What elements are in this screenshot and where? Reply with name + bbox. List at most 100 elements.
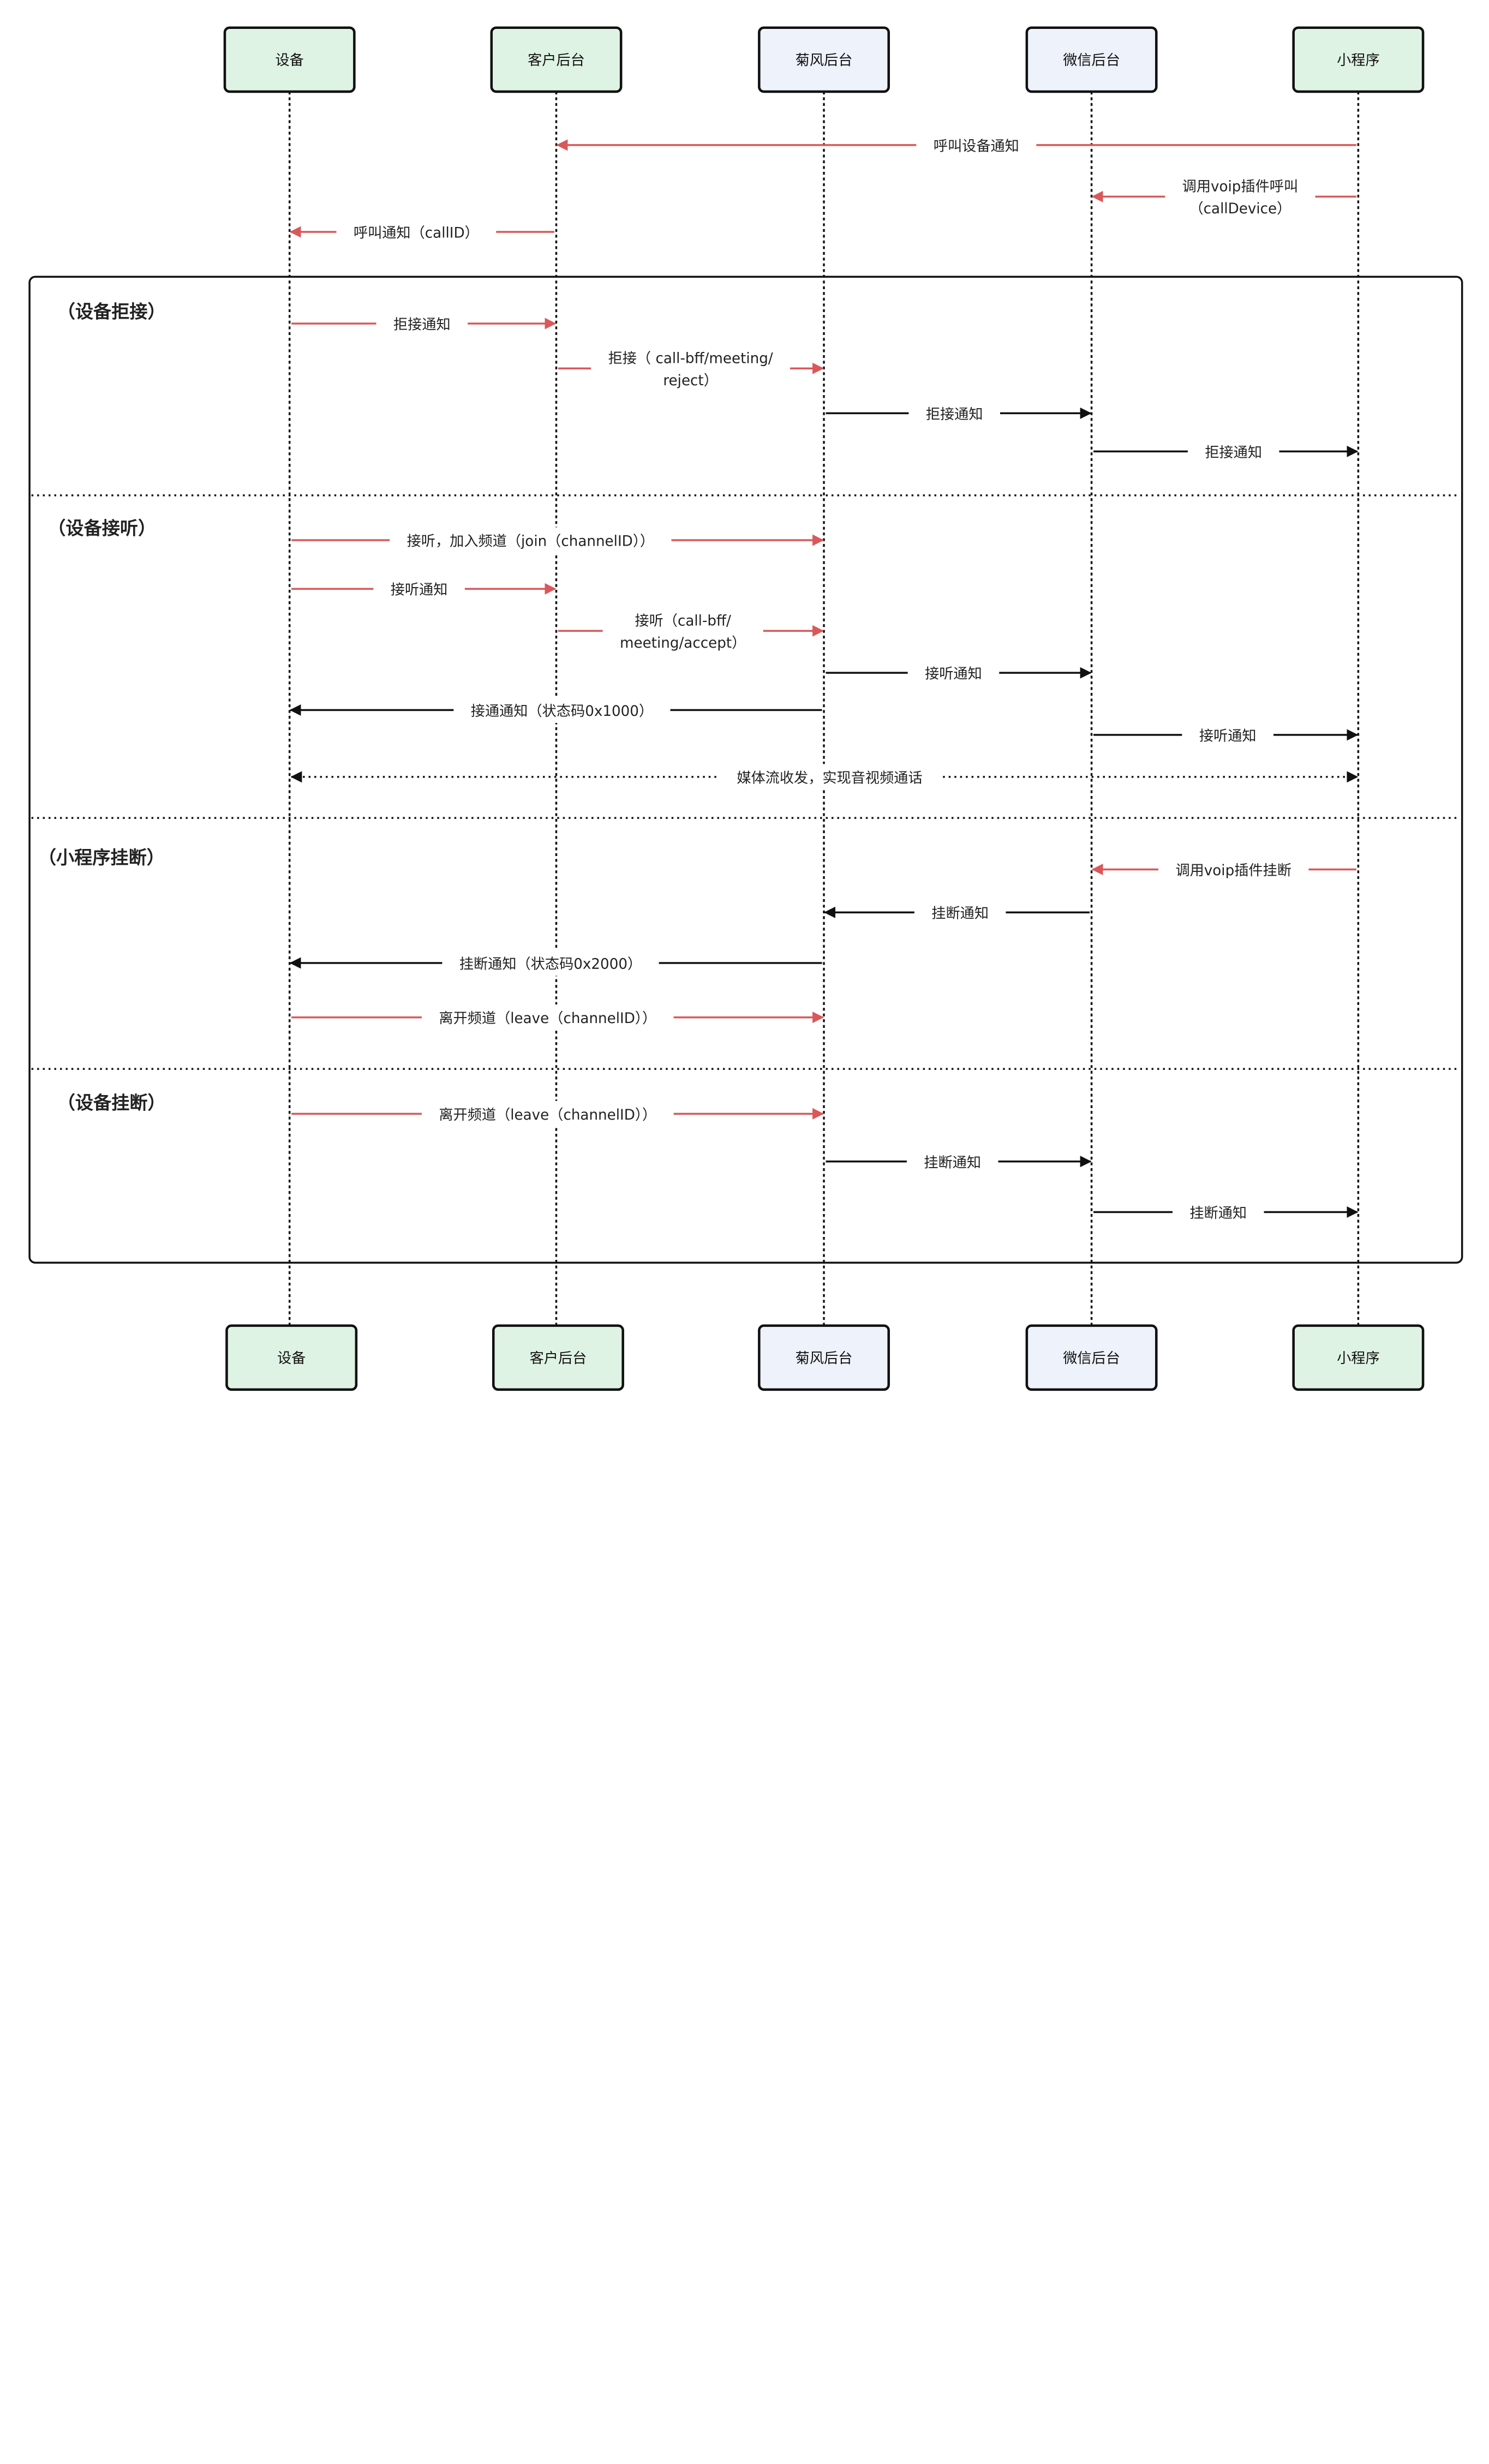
message-label: 呼叫通知（callID）: [354, 225, 479, 242]
participant-box: [492, 1324, 624, 1391]
message-label: 拒接（ call-bff/meeting/: [608, 351, 773, 367]
section-1-message-1: 接听通知: [291, 576, 557, 602]
message-label: 调用voip插件挂断: [1175, 863, 1291, 879]
participant-box: [223, 26, 356, 93]
message-label-background: [453, 697, 671, 723]
participant-box: [758, 26, 890, 93]
participant-label: 微信后台: [1063, 52, 1120, 69]
participant-box: [490, 26, 623, 93]
section-title: （设备挂断）: [57, 1092, 166, 1114]
section-1-message-4: 接通通知（状态码0x1000）: [289, 697, 822, 723]
message-label-background: [390, 527, 672, 553]
participant-box: [1292, 1324, 1425, 1391]
frame-border: [28, 276, 1463, 1264]
participant-box: [758, 1324, 890, 1391]
participant-mini_program-bottom: 小程序: [1292, 1324, 1425, 1391]
message-label-background: [1172, 1199, 1264, 1225]
section-1-message-5: 接听通知: [1093, 722, 1359, 748]
message-label-background: [908, 400, 1000, 427]
section-3-message-2: 挂断通知: [1093, 1199, 1359, 1225]
message-label-background: [591, 344, 791, 392]
section-3-message-0: 离开频道（leave（channelID））: [291, 1101, 824, 1127]
sequence-diagram-canvas: （设备拒接）（设备接听）（小程序挂断）（设备挂断） 呼叫设备通知调用voip插件…: [28, 26, 1463, 1391]
intro-message-0: 呼叫设备通知: [556, 132, 1356, 158]
section-1-message-2: 接听（call-bff/meeting/accept）: [558, 607, 824, 655]
message-label: 接听通知: [1199, 728, 1257, 744]
message-label-background: [914, 899, 1006, 925]
message-label: 挂断通知: [931, 906, 989, 922]
message-label: 拒接通知: [926, 406, 983, 423]
section-title: （小程序挂断）: [38, 847, 165, 868]
participant-label: 设备: [276, 52, 304, 69]
section-0-message-3: 拒接通知: [1093, 438, 1359, 464]
message-label-background: [376, 310, 468, 337]
message-label: 呼叫设备通知: [934, 138, 1019, 154]
message-label: 拒接通知: [393, 316, 451, 333]
participant-label: 设备: [277, 1350, 306, 1367]
message-label: 拒接通知: [1205, 445, 1262, 461]
section-0-message-1: 拒接（ call-bff/meeting/reject）: [558, 344, 824, 392]
section-title: （设备拒接）: [57, 301, 166, 322]
message-label-background: [336, 219, 497, 245]
message-label-background: [1182, 722, 1273, 748]
message-label-background: [1187, 438, 1279, 464]
participant-box: [1025, 26, 1158, 93]
message-label: 离开频道（leave（channelID））: [439, 1107, 656, 1123]
participant-label: 小程序: [1337, 52, 1380, 69]
participant-label: 菊风后台: [796, 1350, 853, 1367]
section-3-message-1: 挂断通知: [826, 1149, 1092, 1175]
message-label-background: [907, 660, 1000, 686]
participant-label: 小程序: [1337, 1350, 1380, 1367]
participant-label: 微信后台: [1063, 1350, 1120, 1367]
intro-message-2: 呼叫通知（callID）: [289, 219, 554, 245]
message-label-background: [602, 607, 763, 655]
participant-label: 客户后台: [530, 1350, 587, 1367]
participant-device-top: 设备: [223, 26, 356, 93]
participant-customer_backend-bottom: 客户后台: [492, 1324, 624, 1391]
message-label-background: [906, 1149, 998, 1175]
message-label: meeting/accept）: [620, 635, 746, 651]
message-label: （callDevice）: [1189, 201, 1291, 217]
message-label: 接通通知（状态码0x1000）: [471, 703, 653, 720]
participant-jufeng_backend-bottom: 菊风后台: [758, 1324, 890, 1391]
message-label-background: [421, 1004, 674, 1031]
participant-mini_program-top: 小程序: [1292, 26, 1425, 93]
section-2-message-0: 调用voip插件挂断: [1091, 856, 1356, 883]
participant-device-bottom: 设备: [225, 1324, 358, 1391]
participant-box: [1025, 1324, 1158, 1391]
message-label: 媒体流收发，实现音视频通话: [737, 770, 922, 786]
message-label-background: [719, 764, 940, 790]
message-label: 挂断通知（状态码0x2000）: [459, 956, 642, 972]
section-0-message-2: 拒接通知: [826, 400, 1092, 427]
section-1-message-3: 接听通知: [826, 660, 1092, 686]
section-1-message-0: 接听，加入频道（join（channelID））: [291, 527, 824, 553]
section-2-message-1: 挂断通知: [824, 899, 1090, 925]
participant-wechat_backend-bottom: 微信后台: [1025, 1324, 1158, 1391]
participant-label: 客户后台: [528, 52, 585, 69]
section-2-message-3: 离开频道（leave（channelID））: [291, 1004, 824, 1031]
participant-wechat_backend-top: 微信后台: [1025, 26, 1158, 93]
message-label: 接听，加入频道（join（channelID））: [407, 534, 654, 550]
message-label-background: [442, 950, 659, 976]
section-2-message-2: 挂断通知（状态码0x2000）: [289, 950, 822, 976]
intro-message-1: 调用voip插件呼叫 （callDevice）: [1091, 172, 1356, 221]
message-label: reject）: [663, 373, 718, 389]
message-label: 离开频道（leave（channelID））: [439, 1010, 656, 1027]
message-label: 挂断通知: [1189, 1205, 1247, 1222]
section-1-message-6: 媒体流收发，实现音视频通话: [290, 764, 1359, 790]
participant-box: [225, 1324, 358, 1391]
participant-customer_backend-top: 客户后台: [490, 26, 623, 93]
participant-box: [1292, 26, 1425, 93]
message-label-background: [1165, 172, 1315, 221]
message-label: 接听通知: [391, 582, 448, 599]
section-0-message-0: 拒接通知: [291, 310, 557, 337]
message-label: 调用voip插件呼叫: [1182, 179, 1298, 195]
message-label-background: [916, 132, 1037, 158]
message-label-background: [421, 1101, 674, 1127]
participant-jufeng_backend-top: 菊风后台: [758, 26, 890, 93]
message-label: 接听（call-bff/: [635, 613, 731, 630]
participant-label: 菊风后台: [796, 52, 853, 69]
